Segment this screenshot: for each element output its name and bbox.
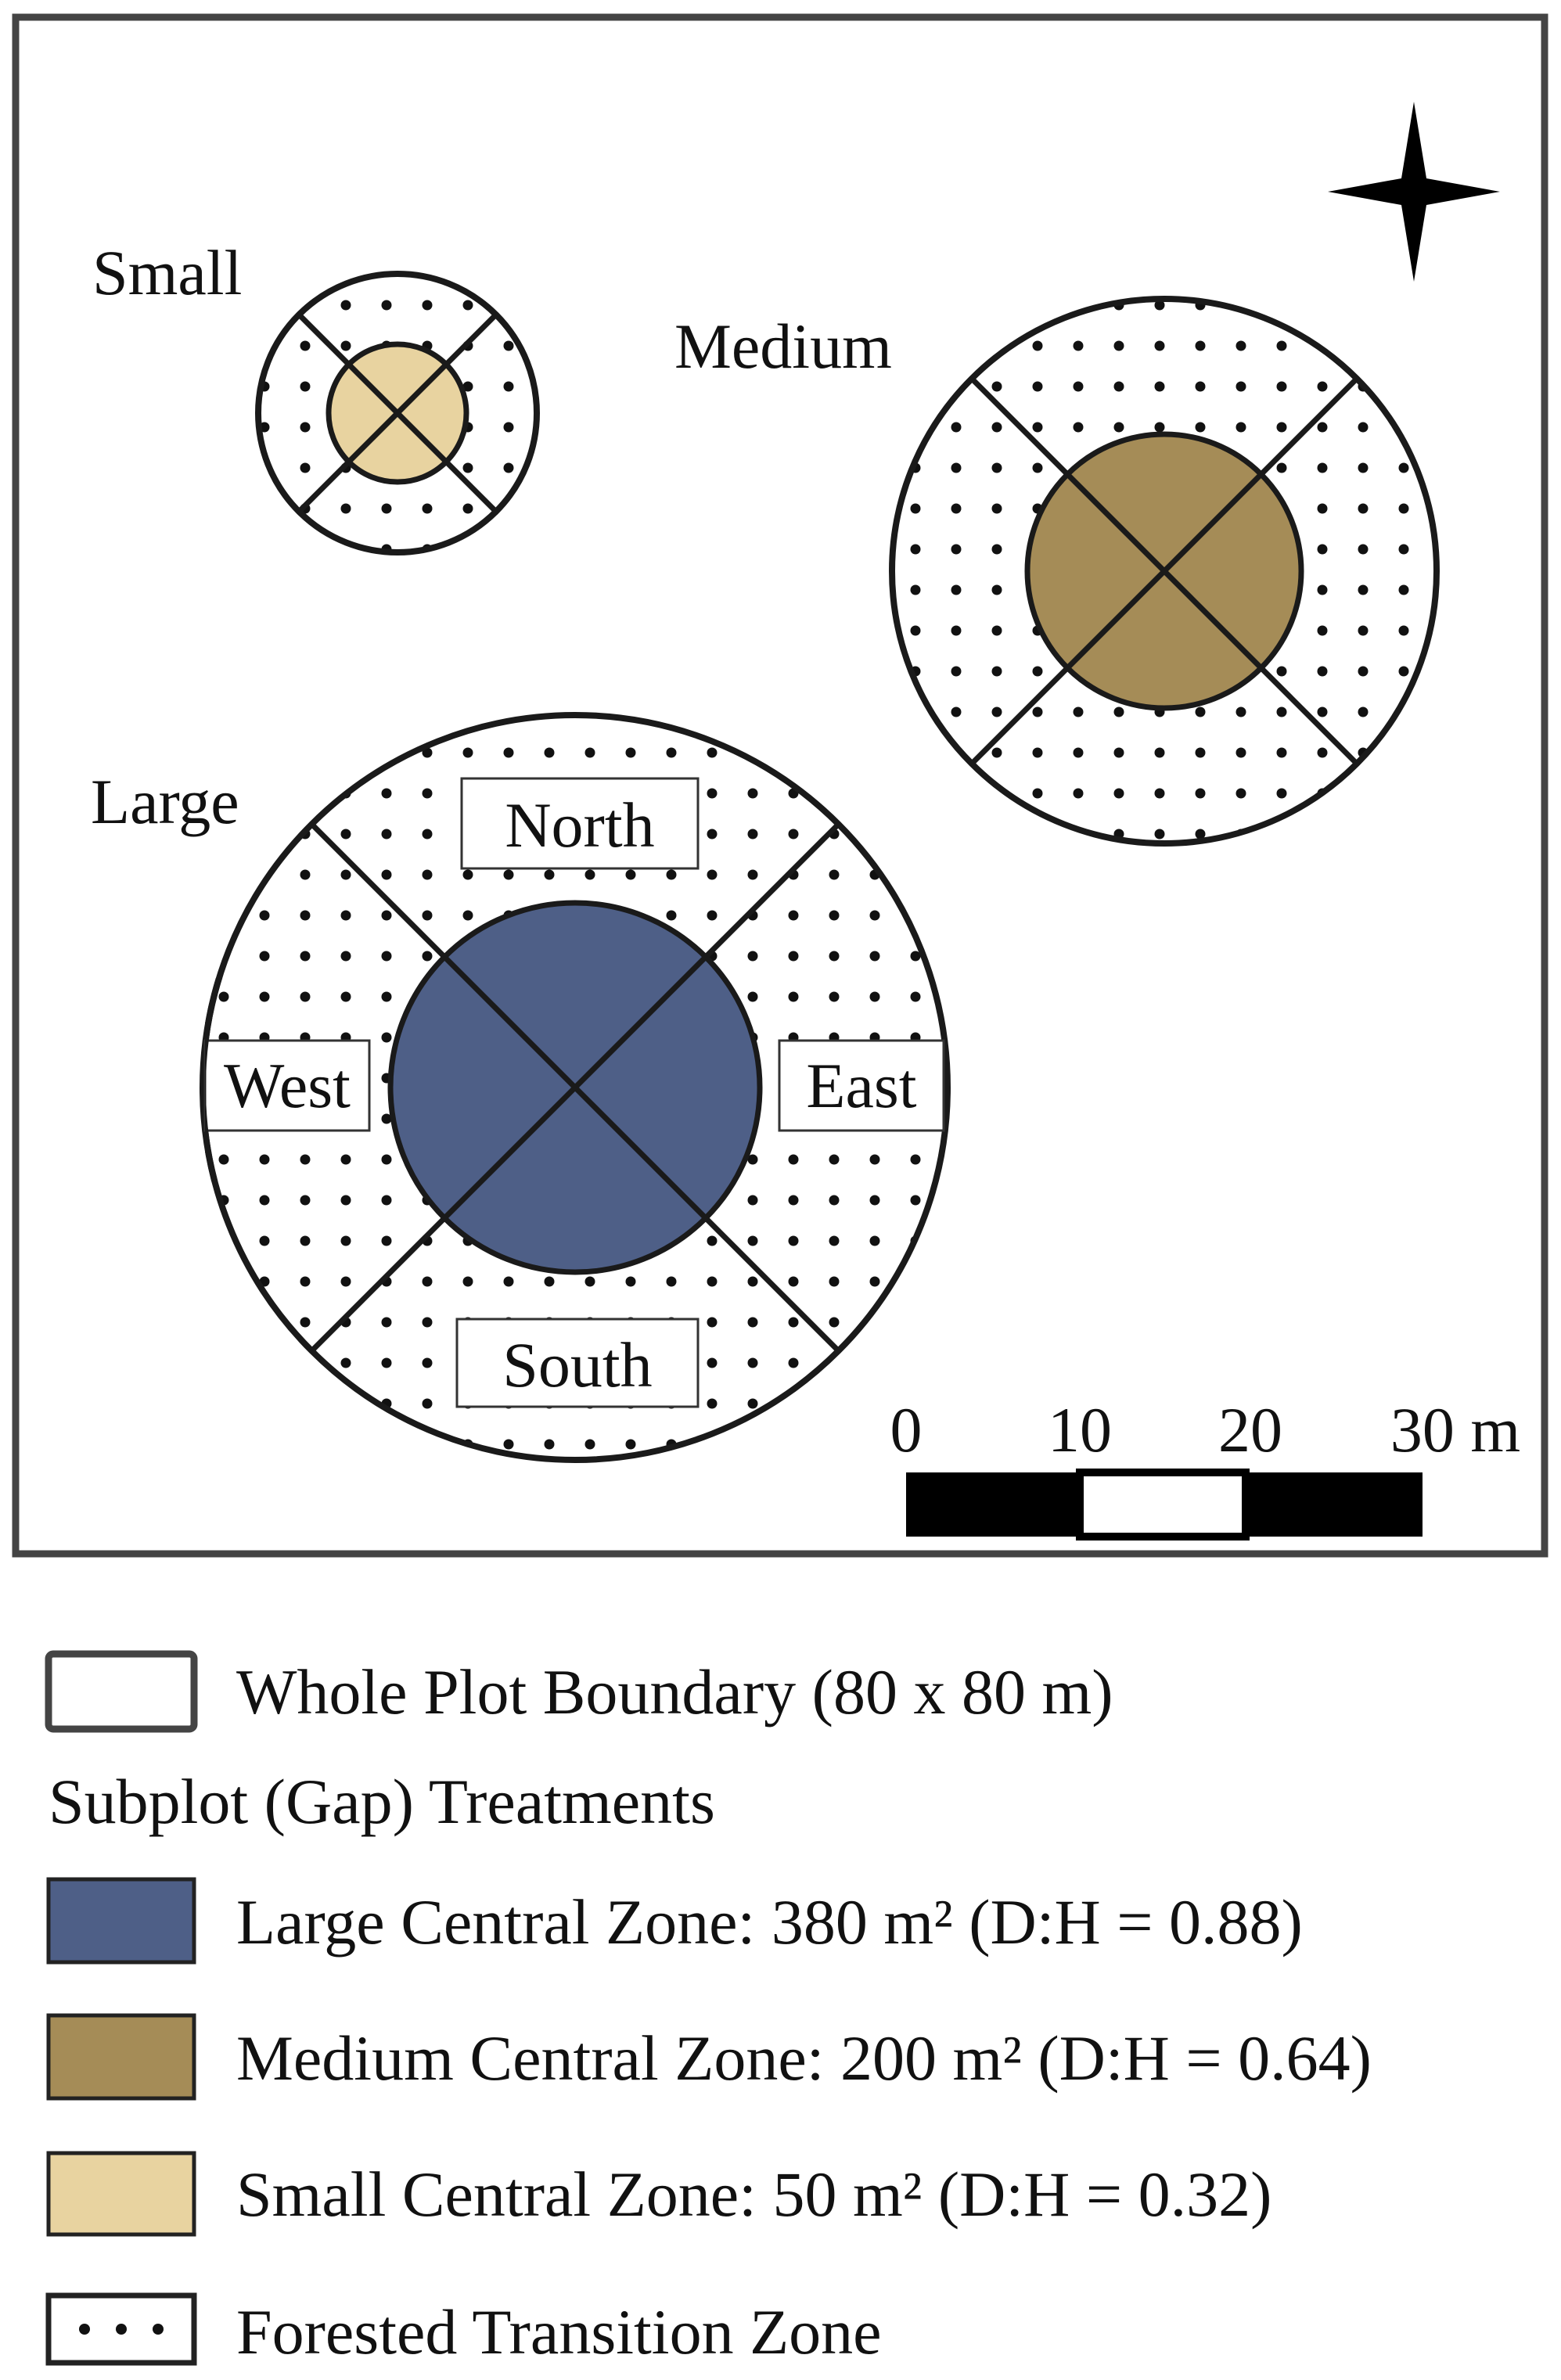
legend: Whole Plot Boundary (80 x 80 m) Subplot … xyxy=(45,1650,1372,2367)
west-label-box xyxy=(203,1039,371,1132)
legend-subplot-header: Subplot (Gap) Treatments xyxy=(49,1766,715,1837)
large-gap xyxy=(200,712,951,1463)
legend-medium-label: Medium Central Zone: 200 m² (D:H = 0.64) xyxy=(236,2022,1372,2094)
legend-boundary-swatch xyxy=(45,1650,198,1733)
west-label: West xyxy=(224,1050,351,1121)
scale-tick-20: 20 xyxy=(1218,1394,1282,1465)
south-label-box xyxy=(455,1318,700,1408)
legend-large-label: Large Central Zone: 380 m² (D:H = 0.88) xyxy=(236,1886,1303,1958)
legend-transition-label: Forested Transition Zone xyxy=(236,2296,882,2367)
legend-medium-swatch xyxy=(46,2013,196,2101)
legend-large-swatch xyxy=(46,1877,196,1965)
scale-bar: 0 10 20 30 m xyxy=(890,1394,1520,1541)
east-label-box xyxy=(778,1039,945,1132)
legend-small-label: Small Central Zone: 50 m² (D:H = 0.32) xyxy=(236,2159,1271,2230)
medium-gap-label: Medium xyxy=(674,311,892,382)
scale-tick-0: 0 xyxy=(890,1394,923,1465)
east-label: East xyxy=(806,1050,916,1121)
scale-tick-30m: 30 m xyxy=(1390,1394,1520,1465)
scale-segment-3 xyxy=(1246,1472,1423,1537)
north-label-box xyxy=(460,777,700,870)
large-gap-label: Large xyxy=(91,766,239,837)
small-gap xyxy=(255,271,540,555)
south-label: South xyxy=(502,1329,652,1400)
north-label: North xyxy=(505,789,654,861)
legend-boundary-label: Whole Plot Boundary (80 x 80 m) xyxy=(236,1656,1113,1727)
compass-star-icon xyxy=(1328,102,1500,282)
scale-segment-2 xyxy=(1076,1469,1250,1541)
small-gap-label: Small xyxy=(92,237,242,308)
scale-tick-10: 10 xyxy=(1048,1394,1112,1465)
medium-gap xyxy=(889,296,1440,847)
legend-small-swatch xyxy=(46,2151,196,2237)
scale-segment-1 xyxy=(906,1472,1080,1537)
